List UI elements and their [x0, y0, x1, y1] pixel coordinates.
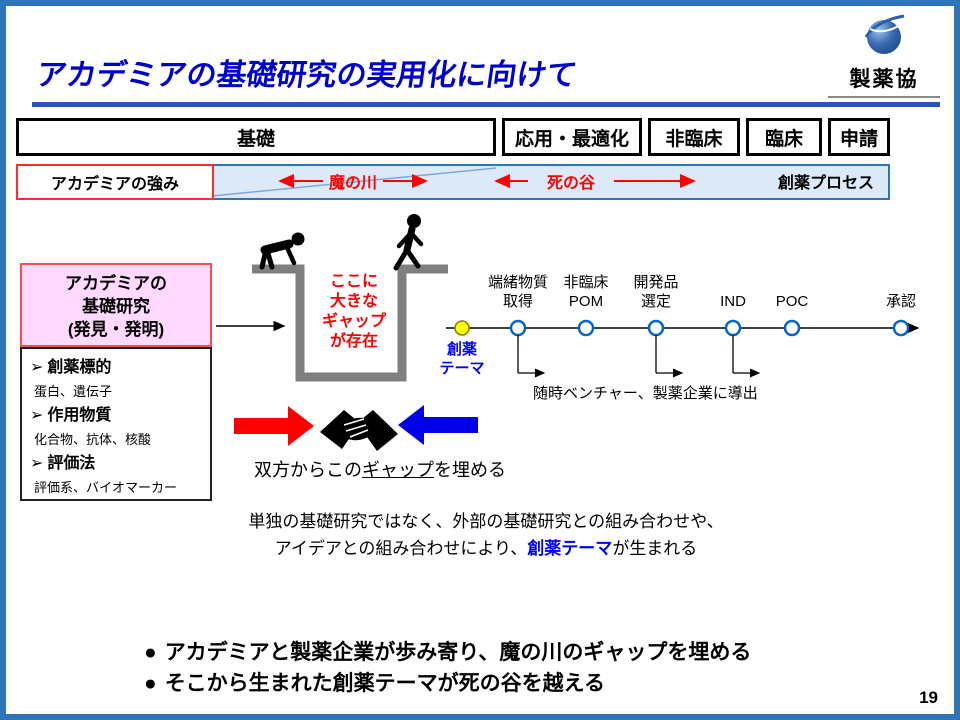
- item-head-target: ➢創薬標的: [30, 359, 112, 376]
- licensing-connectors: [517, 335, 761, 378]
- logo-text: 製薬協: [849, 68, 919, 91]
- item-sub-evaluation: 評価系、バイオマーカー: [34, 480, 178, 495]
- arrowhead-bullet-icon: ➢: [30, 407, 44, 424]
- handshake-icon: [320, 410, 398, 451]
- person-bending-icon: [259, 232, 305, 270]
- academia-box-line3: (発見・発明): [67, 320, 165, 339]
- academia-box-line2: 基礎研究: [82, 297, 150, 316]
- milestone-label-nonclinical-pom: 非臨床 POM: [563, 274, 609, 310]
- bridge-gap-text: 双方からこのギャップを埋める: [254, 460, 506, 480]
- jpma-logo: 製薬協: [828, 12, 940, 98]
- gap-channel-shape: [252, 264, 448, 382]
- idea-note-line2: アイデアとの組み合わせにより、創薬テーマが生まれる: [274, 539, 698, 558]
- diagram-graphics: [216, 214, 920, 451]
- milestone-dots: [509, 319, 910, 337]
- red-right-arrow-icon: [234, 406, 314, 446]
- milestone-label-lead-compound: 端緒物質 取得: [487, 274, 549, 310]
- arrowhead-bullet-icon: ➢: [30, 359, 44, 376]
- strength-taper-line: [211, 167, 497, 197]
- summary-bullet-2: ●そこから生まれた創薬テーマが死の谷を越える: [144, 672, 606, 695]
- globe-icon: [864, 14, 905, 54]
- licensing-note: 随時ベンチャー、製薬企業に導出: [533, 385, 758, 402]
- page-number: 19: [919, 688, 938, 707]
- milestone-label-candidate-selection: 開発品 選定: [633, 274, 679, 310]
- item-sub-target: 蛋白、遺伝子: [34, 384, 113, 399]
- process-stage-row: 基礎 応用・最適化 非臨床 臨床 申請: [16, 118, 890, 156]
- research-items-box: ➢創薬標的 蛋白、遺伝子 ➢作用物質 化合物、抗体、核酸 ➢評価法 評価系、バイ…: [20, 347, 212, 501]
- logo-underline: [828, 96, 940, 98]
- strength-band: 魔の川 死の谷 創薬プロセス アカデミアの強み: [16, 164, 890, 200]
- stage-clinical: 臨床: [746, 118, 822, 156]
- stage-nonclinical: 非臨床: [648, 118, 740, 156]
- item-sub-substance: 化合物、抗体、核酸: [34, 432, 152, 447]
- stage-basic: 基礎: [16, 118, 496, 156]
- milestone-label-poc: POC: [775, 293, 809, 310]
- stage-applied-optimization: 応用・最適化: [502, 118, 642, 156]
- stage-application: 申請: [828, 118, 890, 156]
- idea-note: 単独の基礎研究ではなく、外部の基礎研究との組み合わせや、 アイデアとの組み合わせ…: [106, 508, 866, 562]
- bullet-icon: ●: [144, 672, 157, 695]
- drug-discovery-process-label: 創薬プロセス: [777, 173, 874, 192]
- valley-of-death-label: 死の谷: [547, 174, 596, 192]
- theme-milestone-dot: [454, 320, 470, 336]
- milestone-label-approval: 承認: [885, 293, 917, 310]
- band-graphics: 魔の川 死の谷 創薬プロセス: [211, 167, 874, 197]
- milestone-label-ind: IND: [720, 293, 746, 310]
- academia-strength-box: アカデミアの強み: [16, 164, 214, 200]
- academia-box-line1: アカデミアの: [65, 274, 167, 293]
- title-underline-bar: [32, 102, 940, 107]
- item-head-substance: ➢作用物質: [30, 407, 112, 424]
- gap-callout: ここに 大きな ギャップ が存在: [321, 273, 386, 350]
- item-head-evaluation: ➢評価法: [30, 455, 96, 472]
- summary-bullets: ●アカデミアと製薬企業が歩み寄り、魔の川のギャップを埋める ●そこから生まれた創…: [144, 637, 751, 699]
- summary-bullet-1: ●アカデミアと製薬企業が歩み寄り、魔の川のギャップを埋める: [144, 641, 752, 664]
- person-walking-icon: [393, 214, 424, 271]
- page-title: アカデミアの基礎研究の実用化に向けて: [34, 59, 579, 92]
- bullet-icon: ●: [144, 641, 157, 664]
- arrowhead-bullet-icon: ➢: [30, 455, 44, 472]
- theme-label: 創薬 テーマ: [439, 341, 485, 377]
- academia-basic-research-box: アカデミアの 基礎研究 (発見・発明): [20, 263, 212, 347]
- blue-left-arrow-icon: [398, 405, 478, 445]
- idea-note-line1: 単独の基礎研究ではなく、外部の基礎研究との組み合わせや、: [248, 512, 724, 531]
- devil-river-label: 魔の川: [329, 173, 377, 192]
